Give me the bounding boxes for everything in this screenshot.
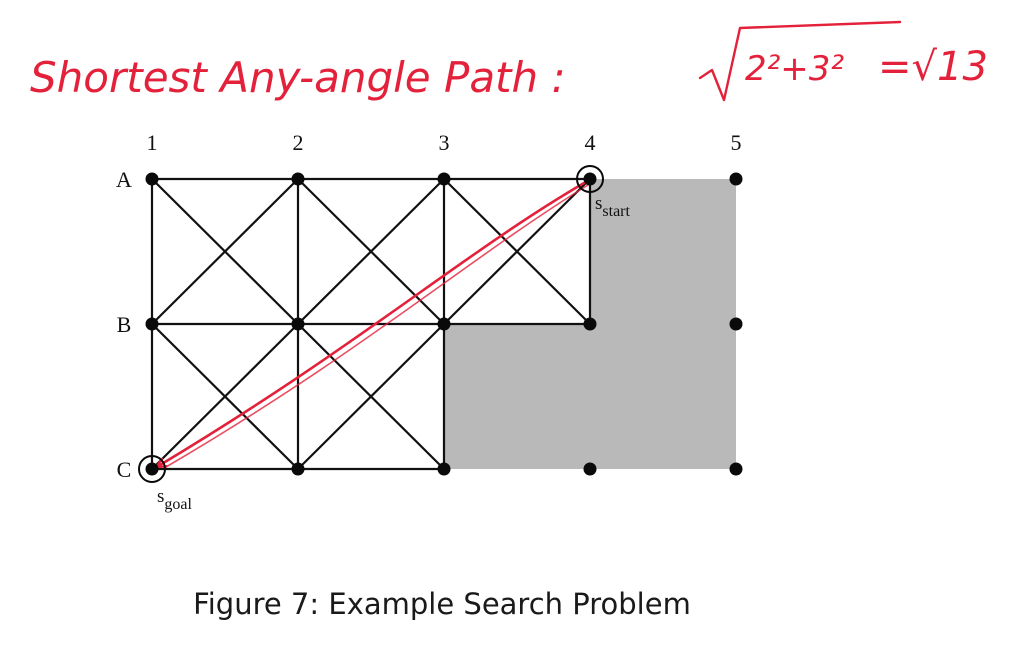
- annotation-result: =√13: [878, 44, 988, 90]
- grid-node-c5: [729, 462, 743, 476]
- grid-edges: [150, 177, 592, 471]
- grid-node-b5: [729, 317, 743, 331]
- handwritten-annotation: Shortest Any-angle Path : 2²+3² =√13: [30, 20, 988, 102]
- grid-node-a3: [437, 172, 451, 186]
- grid-node-b4: [583, 317, 597, 331]
- grid-nodes: [138, 165, 743, 483]
- row-label: C: [117, 457, 132, 482]
- grid-node-a4: [583, 172, 597, 186]
- row-label: A: [116, 167, 132, 192]
- blocked-cell: [590, 324, 736, 469]
- figure-caption: Figure 7: Example Search Problem: [193, 587, 691, 621]
- blocked-cells: [444, 179, 736, 469]
- column-label: 4: [585, 130, 596, 155]
- annotation-radicand: 2²+3²: [745, 49, 844, 89]
- grid-node-c3: [437, 462, 451, 476]
- grid-edge: [296, 322, 446, 471]
- grid-node-c1: [145, 462, 159, 476]
- grid-node-b2: [291, 317, 305, 331]
- goal-label: sgoal: [157, 486, 193, 513]
- blocked-cell: [444, 324, 590, 469]
- grid-node-b3: [437, 317, 451, 331]
- grid-node-a5: [729, 172, 743, 186]
- grid-edge: [296, 177, 446, 326]
- column-label: 3: [439, 130, 450, 155]
- column-label: 1: [147, 130, 158, 155]
- blocked-cell: [590, 179, 736, 324]
- radical-sign: [698, 20, 902, 102]
- start-label: sstart: [595, 193, 631, 220]
- start-node-ring: [576, 165, 604, 193]
- grid-node-a1: [145, 172, 159, 186]
- grid-node-c4: [583, 462, 597, 476]
- grid-node-b1: [145, 317, 159, 331]
- column-label: 2: [293, 130, 304, 155]
- row-label: B: [117, 312, 132, 337]
- grid-node-c2: [291, 462, 305, 476]
- annotation-text: Shortest Any-angle Path :: [30, 53, 566, 102]
- any-angle-path: [160, 181, 589, 468]
- goal-node-ring: [138, 455, 166, 483]
- path-line: [160, 181, 586, 465]
- grid-edge: [150, 322, 300, 471]
- grid-edge: [442, 177, 592, 326]
- column-label: 5: [731, 130, 742, 155]
- path-line-stroke: [165, 184, 589, 468]
- grid-edge: [150, 177, 300, 326]
- grid-node-a2: [291, 172, 305, 186]
